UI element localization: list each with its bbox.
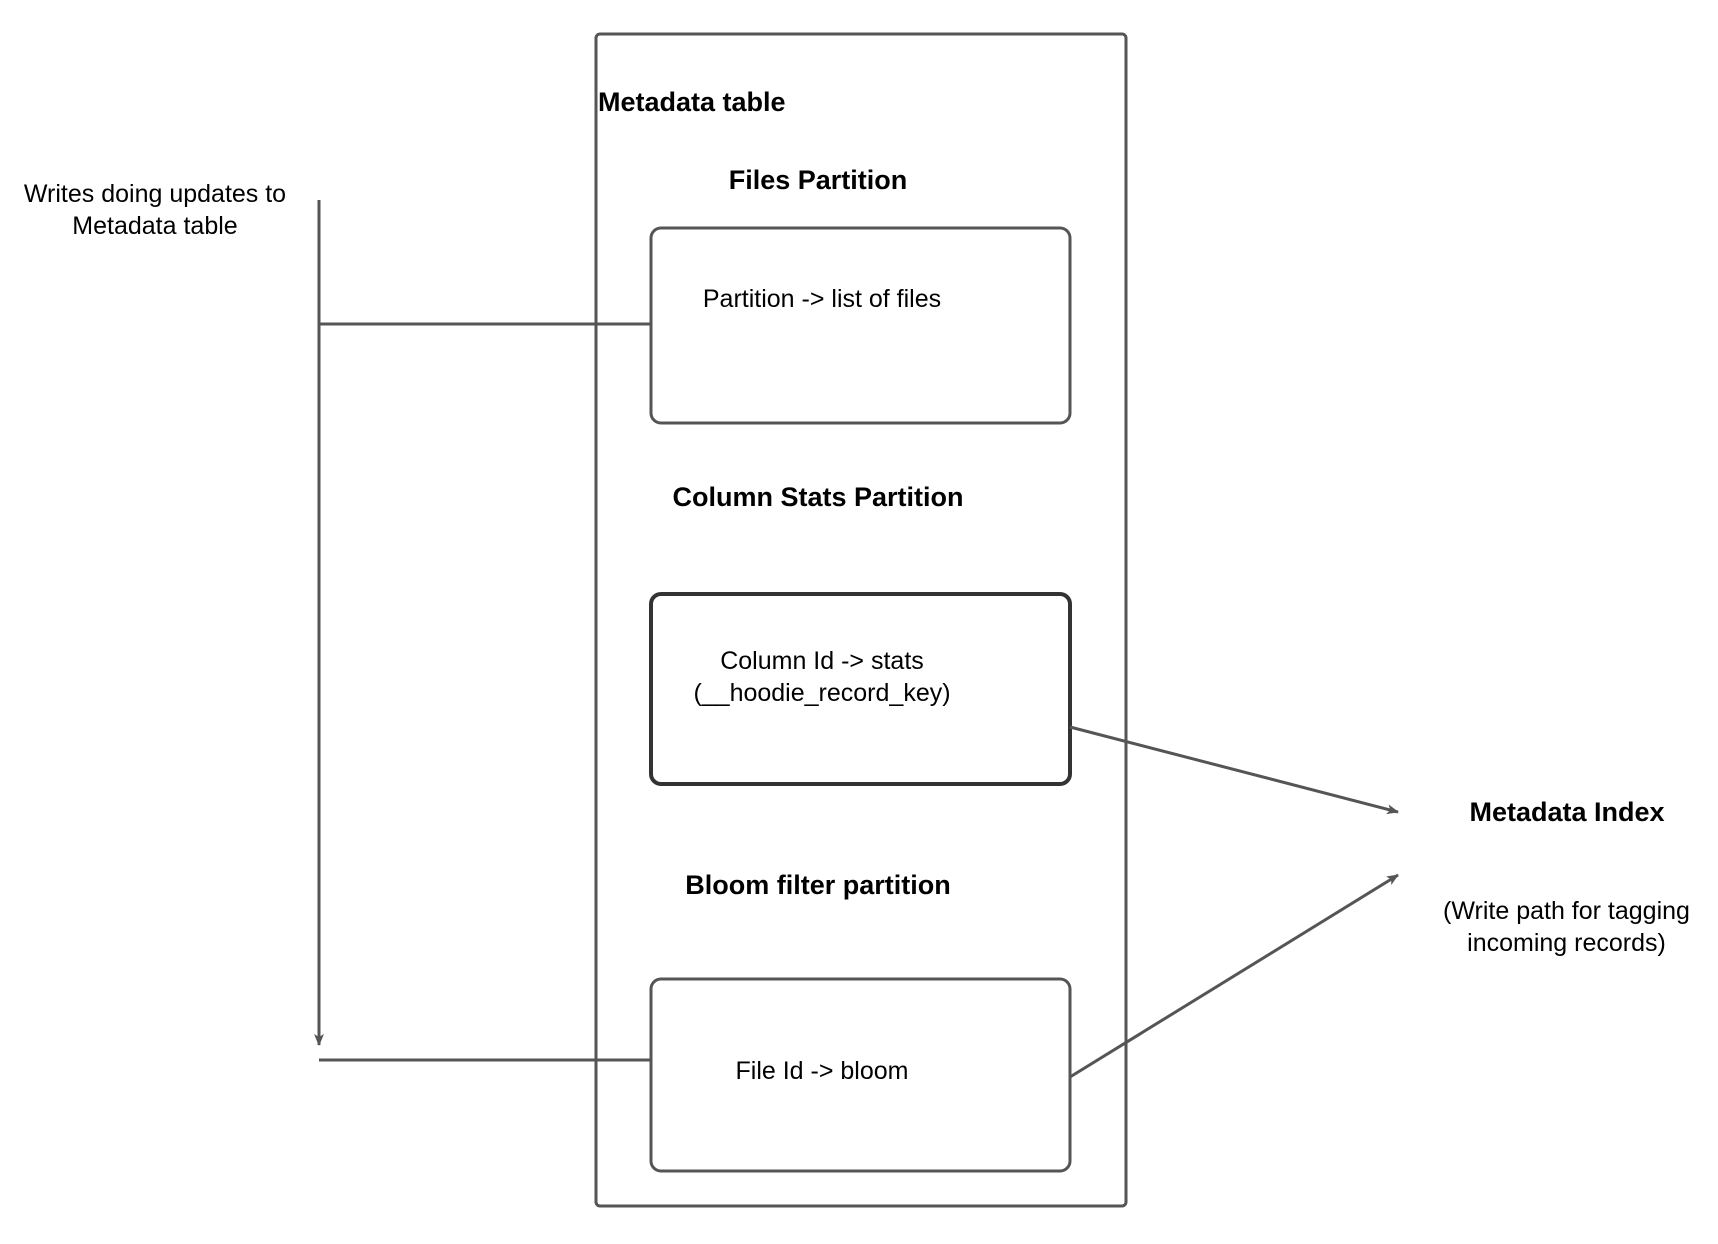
metadata-index-title: Metadata Index <box>1469 797 1665 827</box>
column-stats-to-metadata-index-arrow <box>1069 725 1399 815</box>
files-partition-box <box>649 226 1072 425</box>
files-partition-body: Partition -> list of files <box>702 285 942 313</box>
metadata-index-note: (Write path for tagging incoming records… <box>1443 897 1690 957</box>
column-stats-partition-body: Column Id -> stats (__hoodie_record_key) <box>693 647 951 707</box>
bloom-filter-partition-body: File Id -> bloom <box>735 1057 909 1085</box>
column-stats-partition-title: Column Stats Partition <box>672 482 964 512</box>
bloom-filter-partition-title: Bloom filter partition <box>685 870 951 900</box>
bloom-to-metadata-index-arrow <box>1069 873 1399 1079</box>
bloom-filter-partition-box <box>649 977 1072 1173</box>
writes-source-label: Writes doing updates to Metadata table <box>23 180 287 240</box>
metadata-table-title: Metadata table <box>598 87 786 117</box>
files-partition-title: Files Partition <box>728 165 908 195</box>
column-stats-partition-box <box>649 592 1072 786</box>
